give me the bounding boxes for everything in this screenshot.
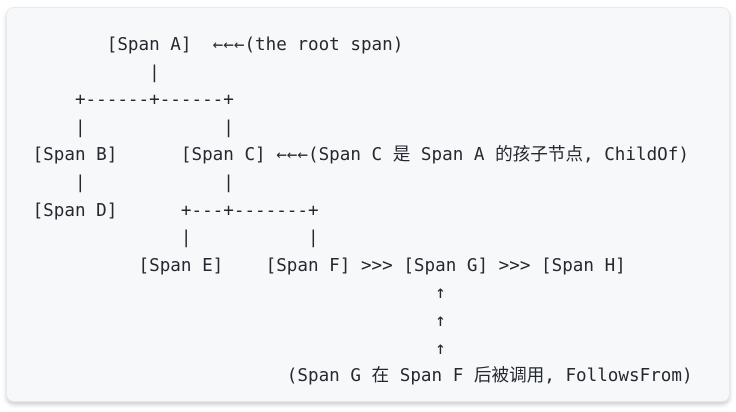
span-tree-ascii-diagram: [Span A] ←←←(the root span) | +------+--…: [6, 7, 730, 402]
row-followsfrom-arrow: ↑: [22, 283, 446, 304]
row-span-e-f-g-h: [Span E] [Span F] >>> [Span G] >>> [Span…: [22, 255, 626, 276]
row-connector: | |: [22, 228, 319, 249]
row-followsfrom-arrow: ↑: [22, 338, 446, 359]
row-span-d-branch-under-span-c: [Span D] +---+-------+: [22, 200, 319, 221]
row-connector: | |: [22, 172, 234, 193]
row-branch-under-span-a: +------+------+: [22, 90, 234, 111]
row-connector: |: [22, 62, 160, 83]
row-followsfrom-annotation: (Span G 在 Span F 后被调用, FollowsFrom): [22, 366, 693, 387]
row-connector: | |: [22, 117, 234, 138]
row-span-a-root-annotation: [Span A] ←←←(the root span): [22, 35, 404, 55]
row-followsfrom-arrow: ↑: [22, 310, 446, 331]
row-span-b-span-c-childof-annotation: [Span B] [Span C] ←←←(Span C 是 Span A 的孩…: [22, 145, 689, 166]
